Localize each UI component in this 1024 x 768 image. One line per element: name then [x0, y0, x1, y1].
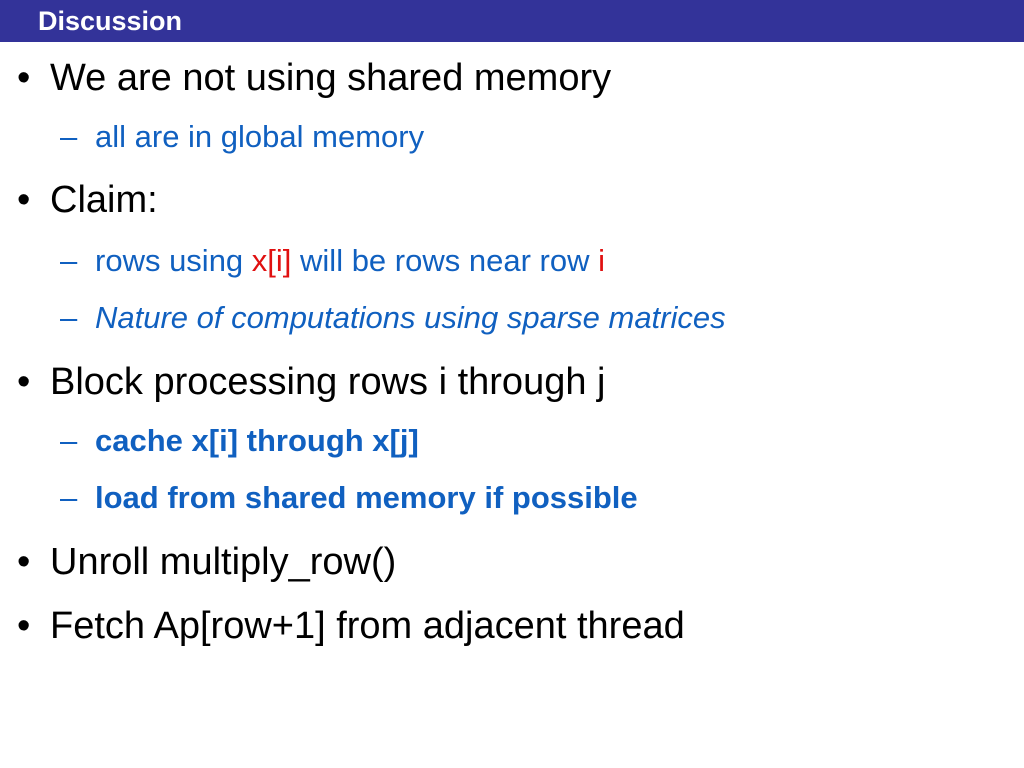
- sub-bullet-marker: –: [60, 300, 78, 335]
- bullet-marker: •: [17, 541, 31, 583]
- bullet-text: We are not using shared memory: [50, 57, 612, 99]
- bullet-item: • We are not using shared memory: [17, 55, 611, 101]
- sub-bullet-text: rows using: [95, 243, 252, 278]
- code-highlight-x-i: x[i]: [251, 243, 292, 278]
- sub-bullet-item: –all are in global memory: [60, 118, 424, 156]
- bullet-item: • Claim:: [17, 177, 158, 223]
- bullet-text: Claim:: [50, 179, 158, 221]
- bullet-marker: •: [17, 179, 31, 221]
- sub-bullet-item: –cache x[i] through x[j]: [60, 422, 419, 460]
- title-bar: Discussion: [0, 0, 1024, 42]
- bullet-marker: •: [17, 361, 31, 403]
- sub-bullet-marker: –: [60, 423, 78, 458]
- sub-bullet-text: cache x[i] through x[j]: [95, 423, 419, 458]
- sub-bullet-text: Nature of computations using sparse matr…: [95, 300, 726, 335]
- bullet-item: • Unroll multiply_row(): [17, 539, 396, 585]
- sub-bullet-item: –rows using x[i] will be rows near row i: [60, 242, 605, 280]
- sub-bullet-text: all are in global memory: [95, 119, 425, 154]
- sub-bullet-marker: –: [60, 243, 78, 278]
- bullet-item: • Block processing rows i through j: [17, 359, 605, 405]
- sub-bullet-item: –load from shared memory if possible: [60, 479, 638, 517]
- bullet-text: Block processing rows i through j: [50, 361, 606, 403]
- sub-bullet-item: –Nature of computations using sparse mat…: [60, 299, 726, 337]
- bullet-text: Unroll multiply_row(): [50, 541, 397, 583]
- bullet-marker: •: [17, 605, 31, 647]
- code-highlight-i: i: [598, 243, 605, 278]
- sub-bullet-marker: –: [60, 480, 78, 515]
- sub-bullet-text: will be rows near row: [291, 243, 599, 278]
- slide-title: Discussion: [38, 6, 183, 36]
- bullet-text: Fetch Ap[row+1] from adjacent thread: [50, 605, 685, 647]
- sub-bullet-text: load from shared memory if possible: [95, 480, 638, 515]
- sub-bullet-marker: –: [60, 119, 78, 154]
- bullet-item: • Fetch Ap[row+1] from adjacent thread: [17, 603, 685, 649]
- bullet-marker: •: [17, 57, 31, 99]
